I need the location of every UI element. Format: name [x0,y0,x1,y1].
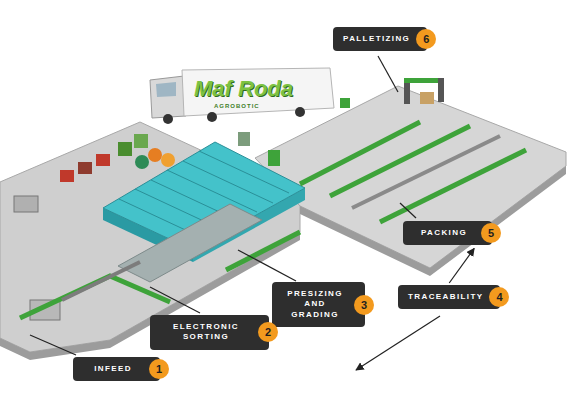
brand-tagline: AGROBOTIC [214,103,260,109]
callout-box: PACKING5 [403,221,492,245]
callout-box: TRACEABILITY4 [398,285,500,309]
callout-number: 4 [489,287,509,307]
callout-box: ELECTRONIC SORTING2 [150,315,269,350]
truck [150,68,334,124]
callout-number: 6 [416,29,436,49]
brand-logo: Maf Roda [194,76,293,102]
step-name: PALLETIZING [343,34,410,44]
left-floor [0,122,300,352]
callout-number: 3 [354,295,374,315]
step-name: PACKING [413,228,475,238]
step-name: PRESIZING AND GRADING [282,289,348,320]
callout-box: PRESIZING AND GRADING3 [272,282,365,327]
callout-number: 2 [258,322,278,342]
right-floor [255,86,566,268]
right-floor-edge [300,166,566,276]
callout-box: PALLETIZING6 [333,27,427,51]
callout-number: 5 [481,223,501,243]
flow-arrow [449,248,474,283]
step-name: ELECTRONIC SORTING [160,322,252,343]
step-name: TRACEABILITY [408,292,483,302]
step-name: INFEED [83,364,143,374]
palletizing-robot [340,78,444,108]
leader-lines [30,56,440,370]
callout-number: 1 [149,359,169,379]
callout-box: INFEED1 [73,357,160,381]
